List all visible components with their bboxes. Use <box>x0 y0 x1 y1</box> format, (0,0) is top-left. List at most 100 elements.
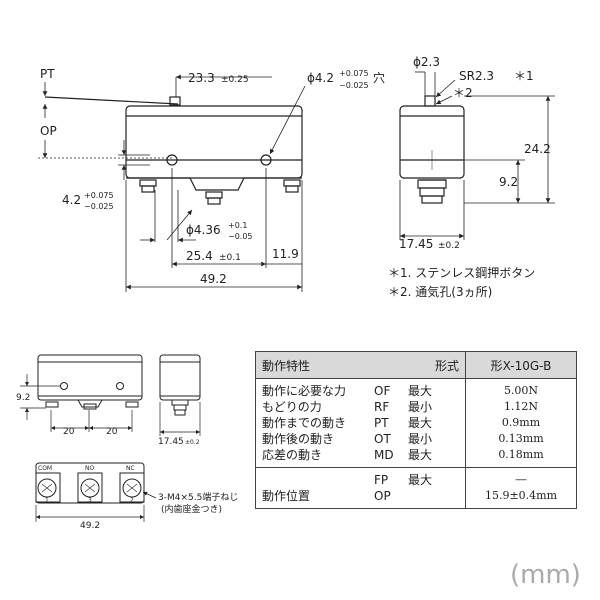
op-limit-blank <box>408 488 442 504</box>
side-terminal <box>417 179 447 189</box>
position-name-blank <box>262 472 374 488</box>
dim-11-9: 11.9 <box>272 247 299 261</box>
small-front-dimensions <box>20 374 133 432</box>
row-name: 動作までの動き <box>262 416 347 430</box>
row-code: MD <box>374 448 394 462</box>
plunger-top <box>169 96 181 106</box>
note-1: ＊1. ステンレス鋼押ボタン <box>388 266 535 280</box>
dim-phi436: ϕ4.36 <box>186 223 221 237</box>
fp-value: ― <box>515 473 527 486</box>
small-side-dimensions <box>159 402 201 436</box>
notes: ＊1. ステンレス鋼押ボタン ＊2. 通気孔(3ヵ所) <box>388 266 535 299</box>
term-num-3: 3 <box>88 497 92 504</box>
position-row-fp: FP 最大 <box>262 472 459 488</box>
table-row: 動作後の動き OT 最小 <box>262 431 459 447</box>
small-side-view <box>159 354 201 416</box>
term-num-2: 2 <box>130 497 134 504</box>
position-block: FP 最大 動作位置 OP ― 15.9±0.4mm <box>255 467 577 509</box>
position-name: 動作位置 <box>262 489 311 503</box>
note-2: ＊2. 通気孔(3ヵ所) <box>388 284 492 299</box>
dim-23-3-tol: ±0.25 <box>221 75 249 85</box>
characteristics-block: 動作に必要な力 OF 最大 もどりの力 RF 最小 動作までの動き PT 最大 動作後の動き… <box>255 378 577 468</box>
row-code: OF <box>374 384 391 398</box>
table-header-left-cell: 動作特性 形式 <box>255 351 466 379</box>
dim-phi42-suffix: 穴 <box>373 70 385 85</box>
dim-phi42-tol-up: +0.075 <box>339 69 369 78</box>
position-row-op: 動作位置 OP <box>262 488 459 504</box>
dim-phi436-tol-dn: −0.05 <box>228 232 253 241</box>
term-no-label: NO <box>85 465 94 472</box>
switch-body <box>125 105 303 179</box>
side-view <box>399 95 465 204</box>
term-num-1: 1 <box>45 497 49 504</box>
dim-49-2: 49.2 <box>200 272 227 286</box>
row-code: PT <box>374 416 389 430</box>
position-names: FP 最大 動作位置 OP <box>255 467 466 509</box>
row-limit: 最大 <box>408 384 433 398</box>
term-com-label: COM <box>38 465 52 472</box>
side-dimensions <box>399 71 555 240</box>
dim-phi23: ϕ2.3 <box>413 55 440 69</box>
dim-25-4-tol: ±0.1 <box>219 253 241 263</box>
row-value: 1.12N <box>503 400 539 413</box>
screw-sub: (内歯座金つき) <box>161 503 222 515</box>
unit-label: (mm) <box>510 560 581 590</box>
no-terminal-screw <box>80 478 100 498</box>
dim-25-4: 25.4 <box>186 249 213 263</box>
dim-sr23: SR2.3 <box>459 69 494 83</box>
terminal-dim-49-2: 49.2 <box>80 521 100 531</box>
front-dimensions <box>38 74 306 292</box>
small-dim-9-2: 9.2 <box>16 393 30 403</box>
row-code: RF <box>374 400 390 414</box>
header-model: 形X-10G-B <box>465 351 577 379</box>
note2-mark: ＊2 <box>453 86 473 100</box>
small-front-view <box>37 354 143 410</box>
actuator-lever <box>44 96 179 105</box>
dim-23-3: 23.3 <box>188 71 215 85</box>
header-type: 形式 <box>434 358 459 373</box>
row-code: OT <box>374 432 391 446</box>
table-row: 動作までの動き PT 最大 <box>262 415 459 431</box>
characteristics-values: 5.00N 1.12N 0.9mm 0.13mm 0.18mm <box>465 378 577 468</box>
dim-9-2: 9.2 <box>499 175 518 189</box>
row-value: 0.18mm <box>498 448 544 461</box>
table-row: もどりの力 RF 最小 <box>262 399 459 415</box>
row-name: 動作に必要な力 <box>262 384 347 398</box>
table-row: 動作に必要な力 OF 最大 <box>262 383 459 399</box>
row-limit: 最小 <box>408 432 433 446</box>
fp-code: FP <box>374 473 389 487</box>
op-value: 15.9±0.4mm <box>484 489 558 502</box>
row-limit: 最大 <box>408 416 433 430</box>
dim-phi42: ϕ4.2 <box>307 71 334 85</box>
table-header: 動作特性 形式 形X-10G-B <box>255 351 577 379</box>
row-name: 応差の動き <box>262 448 323 462</box>
row-value: 0.13mm <box>498 432 544 445</box>
position-values: ― 15.9±0.4mm <box>465 467 577 509</box>
dim-phi436-tol-up: +0.1 <box>228 221 247 230</box>
fp-limit: 最大 <box>408 473 433 487</box>
operating-characteristics-table: 動作特性 形式 形X-10G-B 動作に必要な力 OF 最大 もどりの力 RF 最小 動… <box>255 351 577 509</box>
row-name: もどりの力 <box>262 400 322 414</box>
small-side-texts: 17.45 ±0.2 <box>158 437 200 447</box>
pt-label: PT <box>40 67 55 81</box>
push-button <box>424 95 436 107</box>
terminal-texts: COM NO NC 1 3 2 3-M4×5.5端子ねじ (内歯座金つき) 49… <box>38 465 238 531</box>
com-terminal-screw <box>37 478 57 498</box>
terminal-view <box>35 462 157 504</box>
row-limit: 最小 <box>408 400 433 414</box>
row-value: 5.00N <box>503 384 539 397</box>
term-nc-label: NC <box>126 465 135 472</box>
front-view <box>44 96 303 205</box>
row-name: 動作後の動き <box>262 432 335 446</box>
terminal-nc <box>283 179 301 187</box>
terminal-com <box>139 179 157 187</box>
row-value: 0.9mm <box>501 416 541 429</box>
dim-42-tol-up: +0.075 <box>84 191 114 200</box>
op-code: OP <box>374 489 391 503</box>
small-front-texts: 9.2 20 20 <box>16 393 118 437</box>
dim-17-45: 17.45 <box>399 237 433 251</box>
nc-terminal-screw <box>122 478 142 498</box>
dim-42: 4.2 <box>62 193 81 207</box>
